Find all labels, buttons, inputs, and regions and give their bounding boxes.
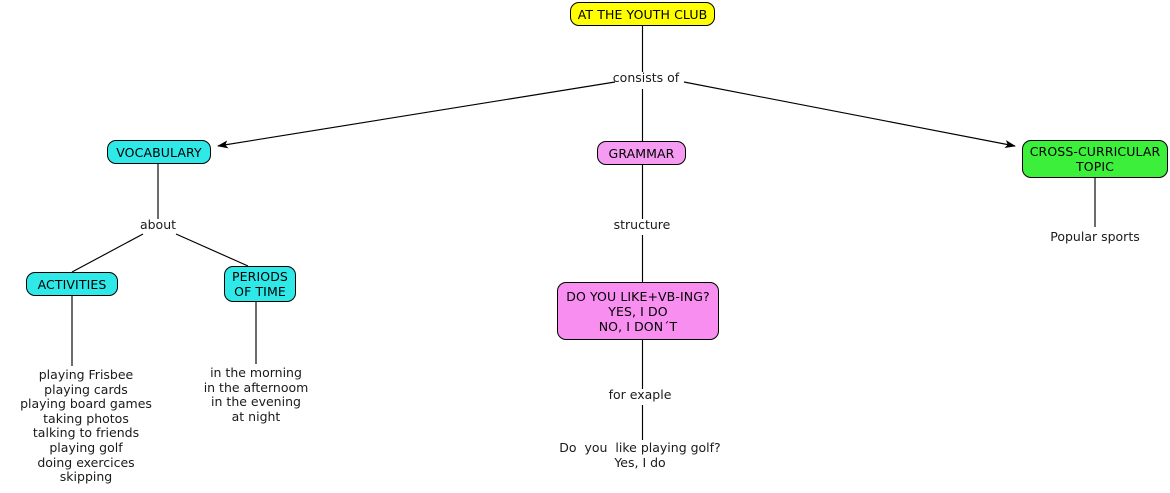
list-item: Do you like playing golf?: [559, 440, 721, 455]
structure-line2: YES, I DO: [608, 303, 668, 319]
list-item: in the evening: [211, 394, 301, 410]
connector-label-about: about: [139, 217, 177, 232]
line-consists-to-vocabulary: [217, 81, 616, 149]
connector-label-for-example: for exaple: [608, 387, 672, 402]
list-item: in the morning: [210, 365, 302, 380]
line-about-to-periods: [175, 233, 249, 267]
node-root-label: AT THE YOUTH CLUB: [577, 6, 708, 22]
node-cross-line2: TOPIC: [1076, 159, 1114, 174]
line-consists-to-cross: [683, 81, 1016, 149]
node-activities-label: ACTIVITIES: [37, 276, 107, 292]
list-item: playing Frisbee: [38, 367, 134, 382]
node-activities[interactable]: ACTIVITIES: [26, 272, 118, 296]
list-item: Yes, I do: [614, 454, 666, 470]
list-item: playing board games: [20, 396, 152, 412]
node-periods-of-time[interactable]: PERIODS OF TIME: [224, 266, 296, 302]
leaf-popular-sports: Popular sports: [1050, 229, 1140, 244]
node-cross-line1: CROSS-CURRICULAR: [1029, 144, 1161, 159]
leaf-example-dialogue: Do you like playing golf?Yes, I do: [520, 440, 760, 470]
node-grammar-label: GRAMMAR: [608, 145, 675, 161]
node-periods-line1: PERIODS: [232, 269, 288, 284]
node-grammar-structure[interactable]: DO YOU LIKE+VB-ING? YES, I DO NO, I DON´…: [557, 282, 719, 340]
node-grammar[interactable]: GRAMMAR: [597, 141, 686, 165]
list-item: in the afternoom: [203, 379, 309, 395]
list-item: playing golf: [49, 439, 123, 455]
line-about-to-activities: [71, 233, 144, 273]
structure-line1: DO YOU LIKE+VB-ING?: [566, 288, 710, 304]
list-item: taking photos: [43, 410, 129, 426]
list-item: talking to friends: [32, 425, 140, 441]
node-cross-curricular-topic[interactable]: CROSS-CURRICULAR TOPIC: [1022, 140, 1168, 178]
node-periods-line2: OF TIME: [234, 284, 286, 299]
connector-label-structure: structure: [613, 217, 671, 232]
node-at-the-youth-club[interactable]: AT THE YOUTH CLUB: [570, 2, 715, 26]
list-item: skipping: [59, 469, 113, 485]
structure-line3: NO, I DON´T: [598, 318, 678, 334]
connector-label-consists-of: consists of: [612, 70, 680, 85]
list-item: doing exercices: [37, 454, 135, 470]
list-item: playing cards: [44, 381, 128, 397]
node-vocabulary-label: VOCABULARY: [116, 144, 202, 160]
list-item: at night: [231, 408, 281, 424]
node-vocabulary[interactable]: VOCABULARY: [107, 140, 211, 164]
